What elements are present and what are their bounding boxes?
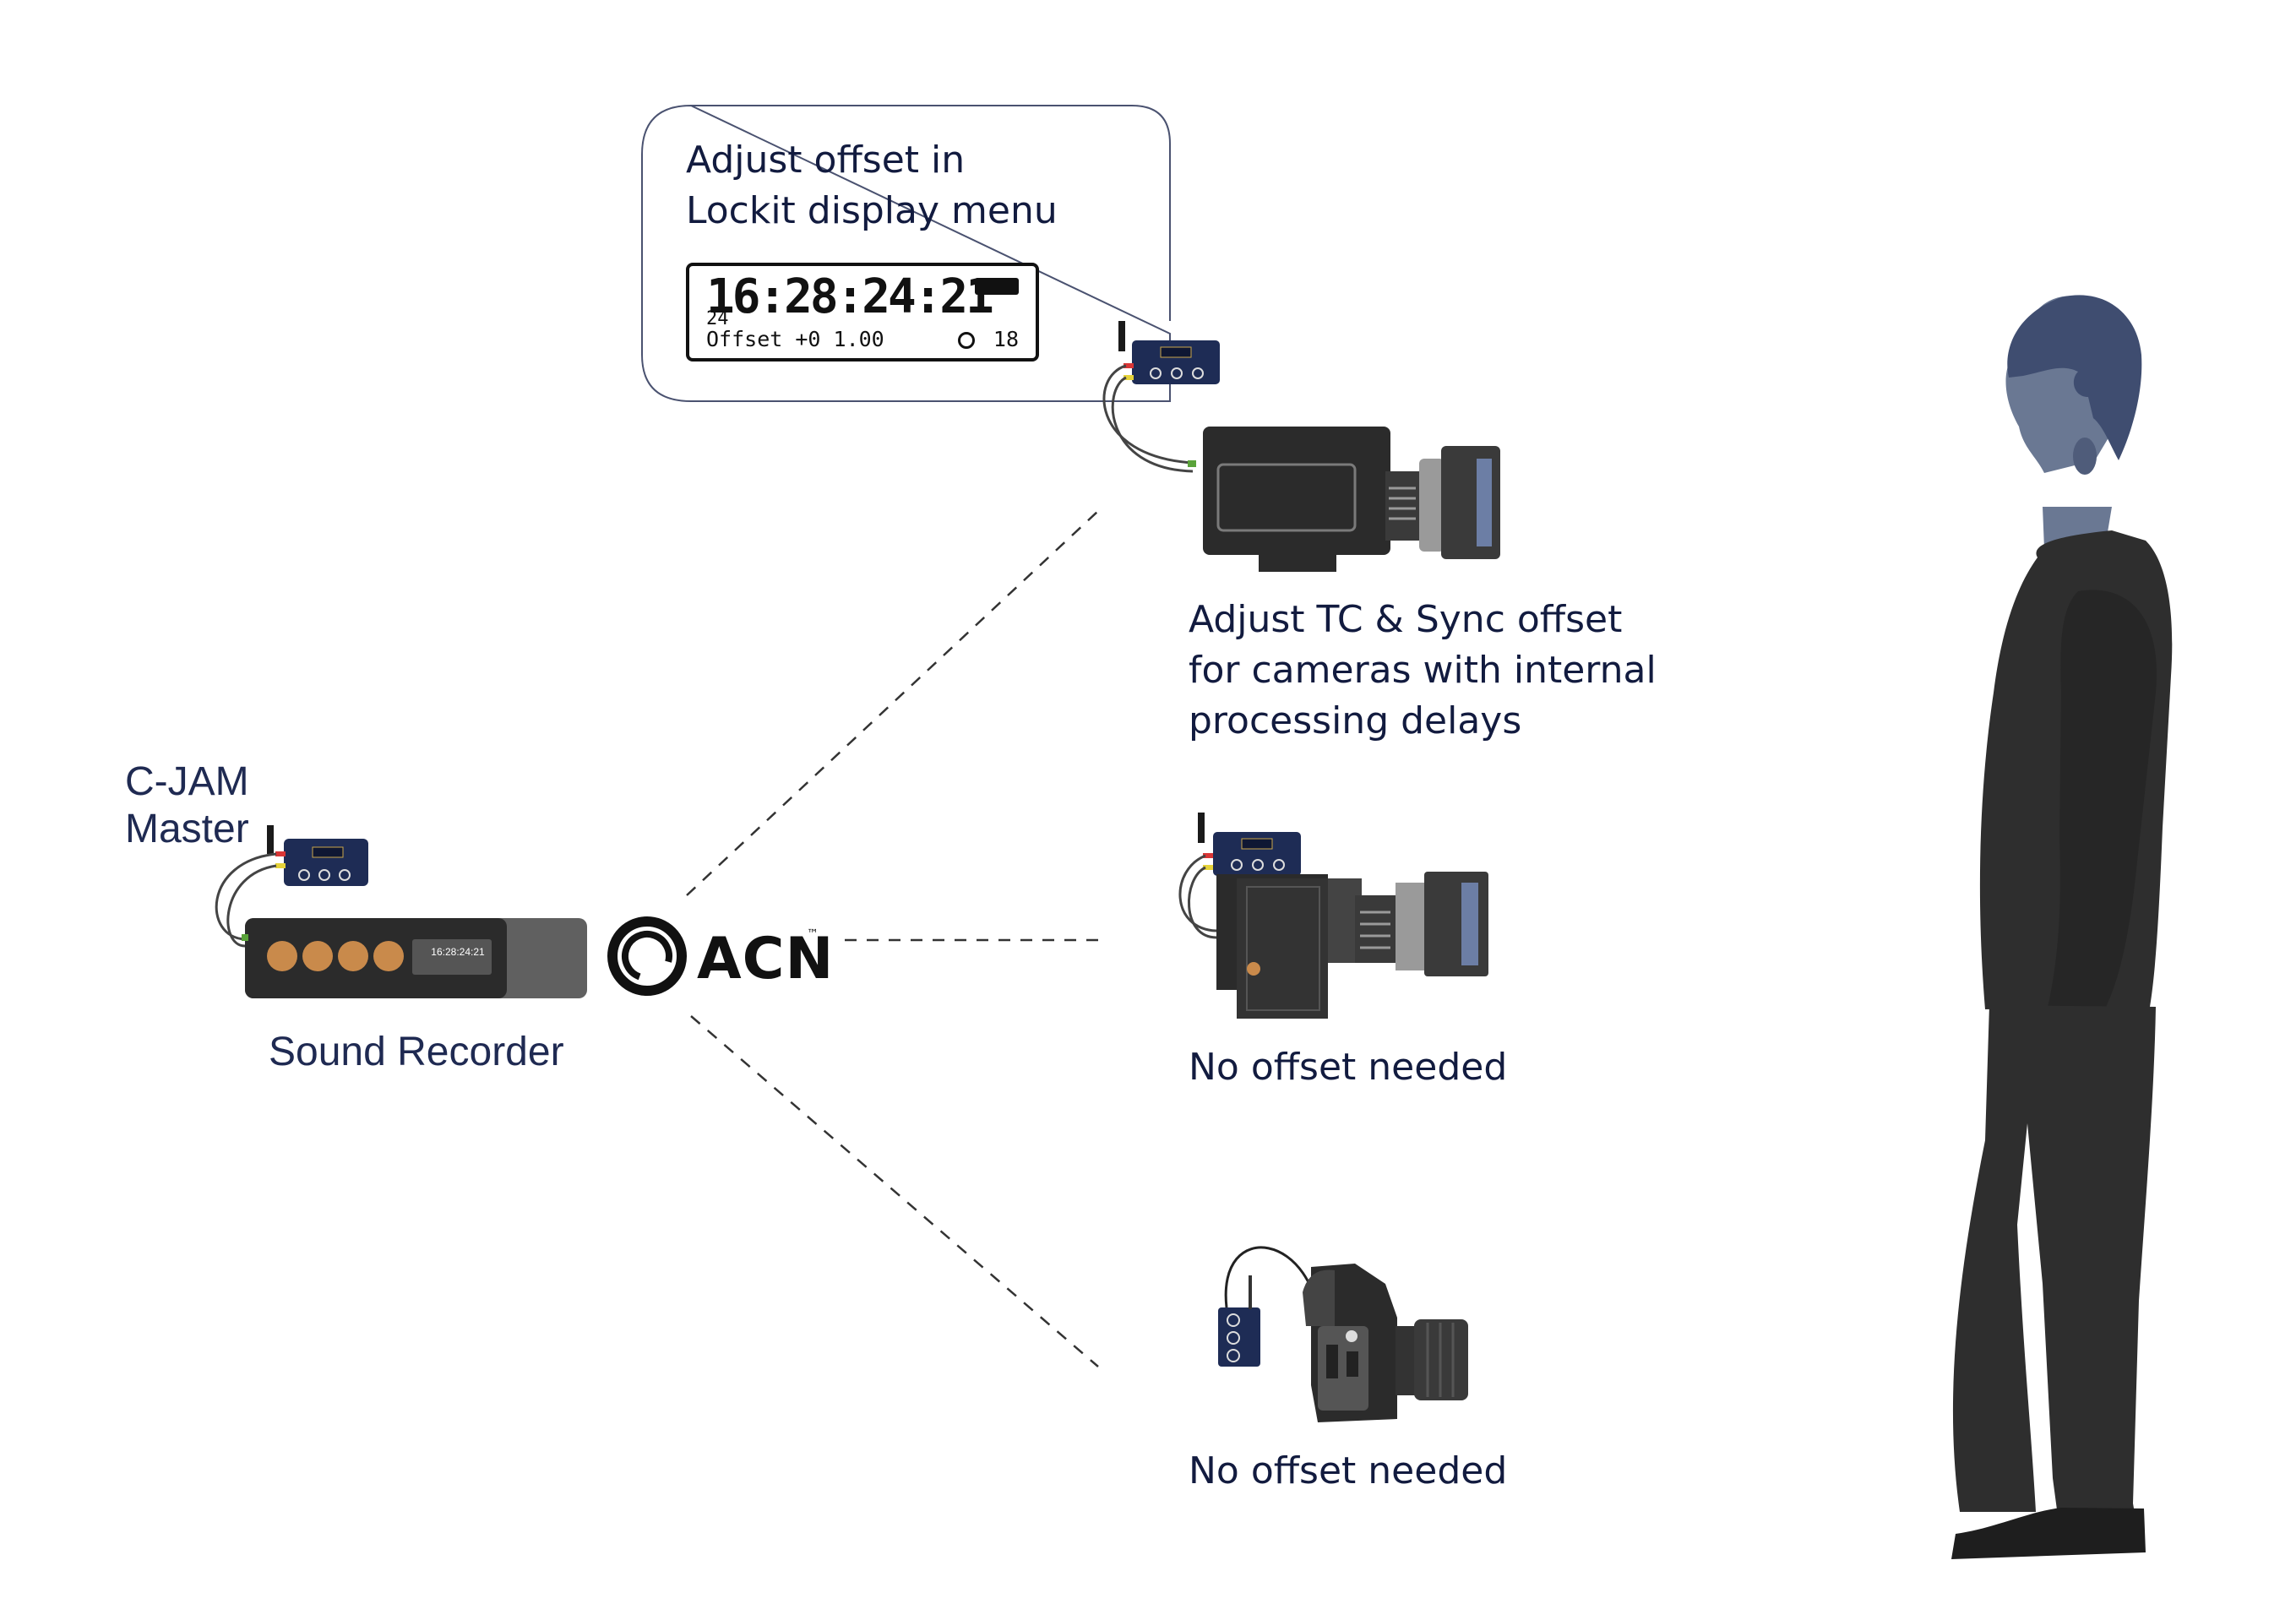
sync-lines — [686, 510, 1102, 1367]
lockit-lcd-display: 16:28:24:21 24 Offset +0 1.00 18 — [686, 263, 1039, 362]
camera-2-label: No offset needed — [1189, 1042, 1507, 1093]
person-hair — [2007, 295, 2142, 460]
camera-1-label-line2: for cameras with internal — [1189, 649, 1657, 692]
camera-1-label-line1: Adjust TC & Sync offset — [1189, 598, 1623, 641]
battery-icon — [975, 278, 1019, 295]
sync-line-bottom — [690, 1015, 1099, 1367]
cjam-master-device — [215, 825, 368, 948]
master-label-line2: Master — [125, 807, 249, 851]
cinema-camera-1 — [1102, 321, 1500, 572]
recorder-display-text: 16:28:24:21 — [431, 946, 485, 958]
camera-1-label: Adjust TC & Sync offset for cameras with… — [1189, 595, 1657, 747]
sound-recorder — [242, 918, 587, 998]
callout-bubble — [641, 104, 1171, 402]
lcd-count: 18 — [993, 327, 1019, 351]
callout-title-line1: Adjust offset in — [686, 139, 966, 182]
lcd-offset: Offset +0 1.00 — [706, 327, 884, 351]
camera-2-label-line1: No offset needed — [1189, 1046, 1508, 1089]
dslr-camera-3 — [1218, 1246, 1468, 1422]
camera-1-label-line3: processing delays — [1189, 699, 1522, 742]
lcd-fps: 24 — [706, 308, 729, 329]
lcd-timecode: 16:28:24:21 — [706, 269, 994, 324]
person-ear — [2073, 438, 2097, 475]
acn-trademark: ™ — [807, 927, 819, 941]
person-shoe — [1951, 1508, 2146, 1559]
acn-logo-text: ACN — [697, 926, 835, 992]
person-silhouette — [1951, 295, 2173, 1559]
callout-title-line2: Lockit display menu — [686, 189, 1058, 232]
master-label: C-JAM Master — [125, 758, 249, 853]
sync-ring-icon — [958, 332, 975, 349]
sound-recorder-label: Sound Recorder — [269, 1030, 564, 1074]
person-legs — [1952, 1005, 2156, 1541]
callout-title: Adjust offset in Lockit display menu — [686, 135, 1058, 236]
sync-line-top — [686, 510, 1099, 896]
acn-logo-icon — [607, 916, 687, 996]
camera-3-label: No offset needed — [1189, 1446, 1507, 1497]
cinema-camera-2 — [1178, 813, 1488, 1019]
camera-3-label-line1: No offset needed — [1189, 1449, 1508, 1492]
master-label-line1: C-JAM — [125, 759, 249, 804]
person-arm — [2044, 590, 2157, 1029]
